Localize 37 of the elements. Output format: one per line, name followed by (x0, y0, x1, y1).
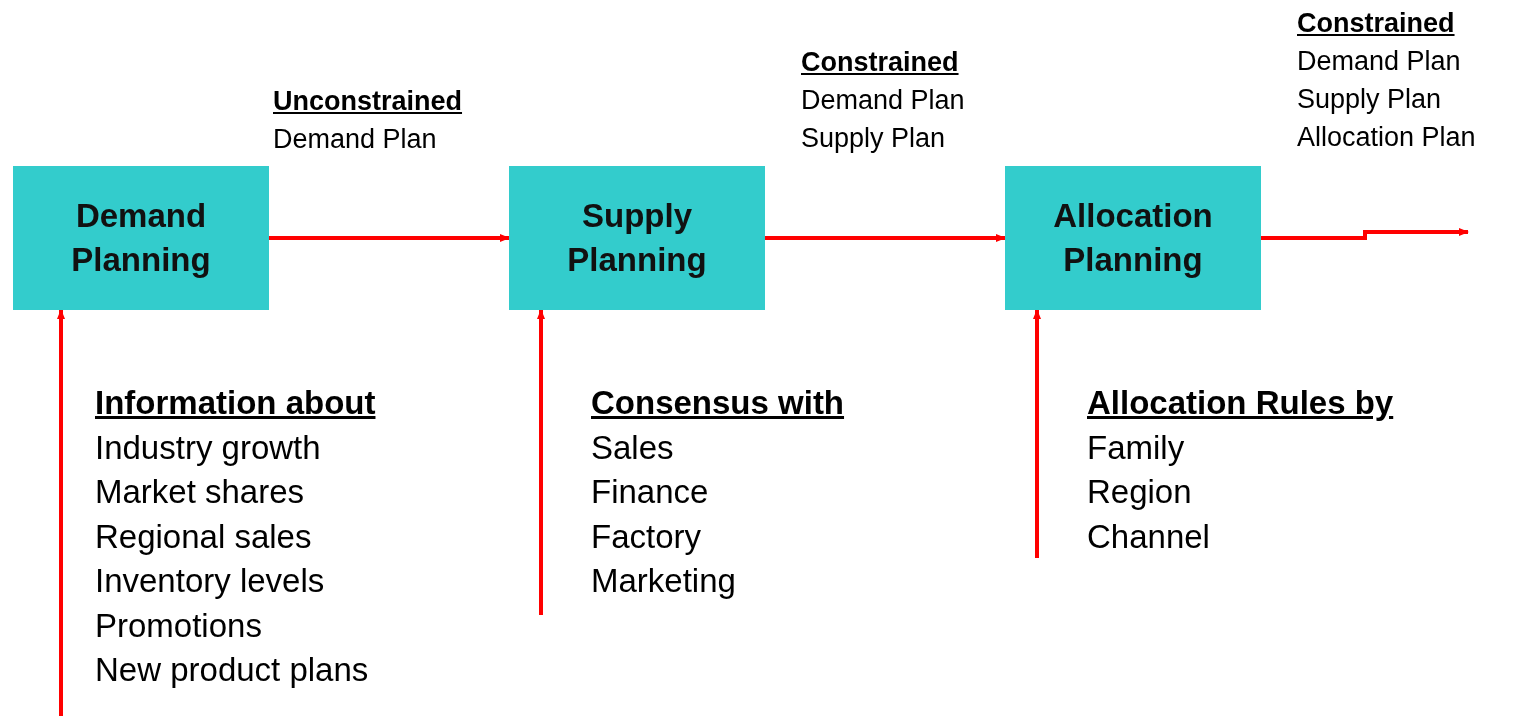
arrow (1261, 228, 1469, 240)
list-item: Finance (591, 472, 709, 512)
box-label: Supply Planning (566, 196, 708, 280)
arrow (765, 234, 1006, 242)
list-heading: Information about (95, 383, 376, 423)
list-heading: Allocation Rules by (1087, 383, 1394, 423)
list-item: Supply Plan (801, 122, 946, 155)
list-item: Market shares (95, 472, 305, 512)
list-heading: Consensus with (591, 383, 845, 423)
list-heading: Constrained (801, 46, 959, 79)
list-item: Allocation Plan (1297, 121, 1476, 154)
list-item: Industry growth (95, 427, 321, 468)
list-item: Marketing (591, 561, 736, 601)
process-box (13, 166, 269, 310)
arrow (1033, 309, 1041, 558)
list-item: Factory (591, 516, 702, 557)
list-item: Demand Plan (801, 84, 965, 117)
list-item: Region (1087, 472, 1192, 512)
process-box (509, 166, 765, 310)
list-item: Demand Plan (273, 123, 437, 156)
list-item: Supply Plan (1297, 83, 1442, 116)
list-item: Family (1087, 427, 1185, 468)
box-label: Demand Planning (70, 196, 212, 280)
list-heading: Constrained (1297, 7, 1455, 40)
list-item: Inventory levels (95, 561, 325, 601)
arrow (57, 309, 65, 716)
arrow (269, 234, 510, 242)
list-heading: Unconstrained (273, 85, 463, 118)
list-item: Sales (591, 427, 674, 468)
box-label: Allocation Planning (1052, 196, 1214, 280)
process-box (1005, 166, 1261, 310)
list-item: Channel (1087, 516, 1210, 557)
list-item: Regional sales (95, 516, 312, 557)
arrow (537, 309, 545, 615)
list-item: New product plans (95, 650, 369, 690)
list-item: Demand Plan (1297, 45, 1461, 78)
list-item: Promotions (95, 605, 262, 646)
